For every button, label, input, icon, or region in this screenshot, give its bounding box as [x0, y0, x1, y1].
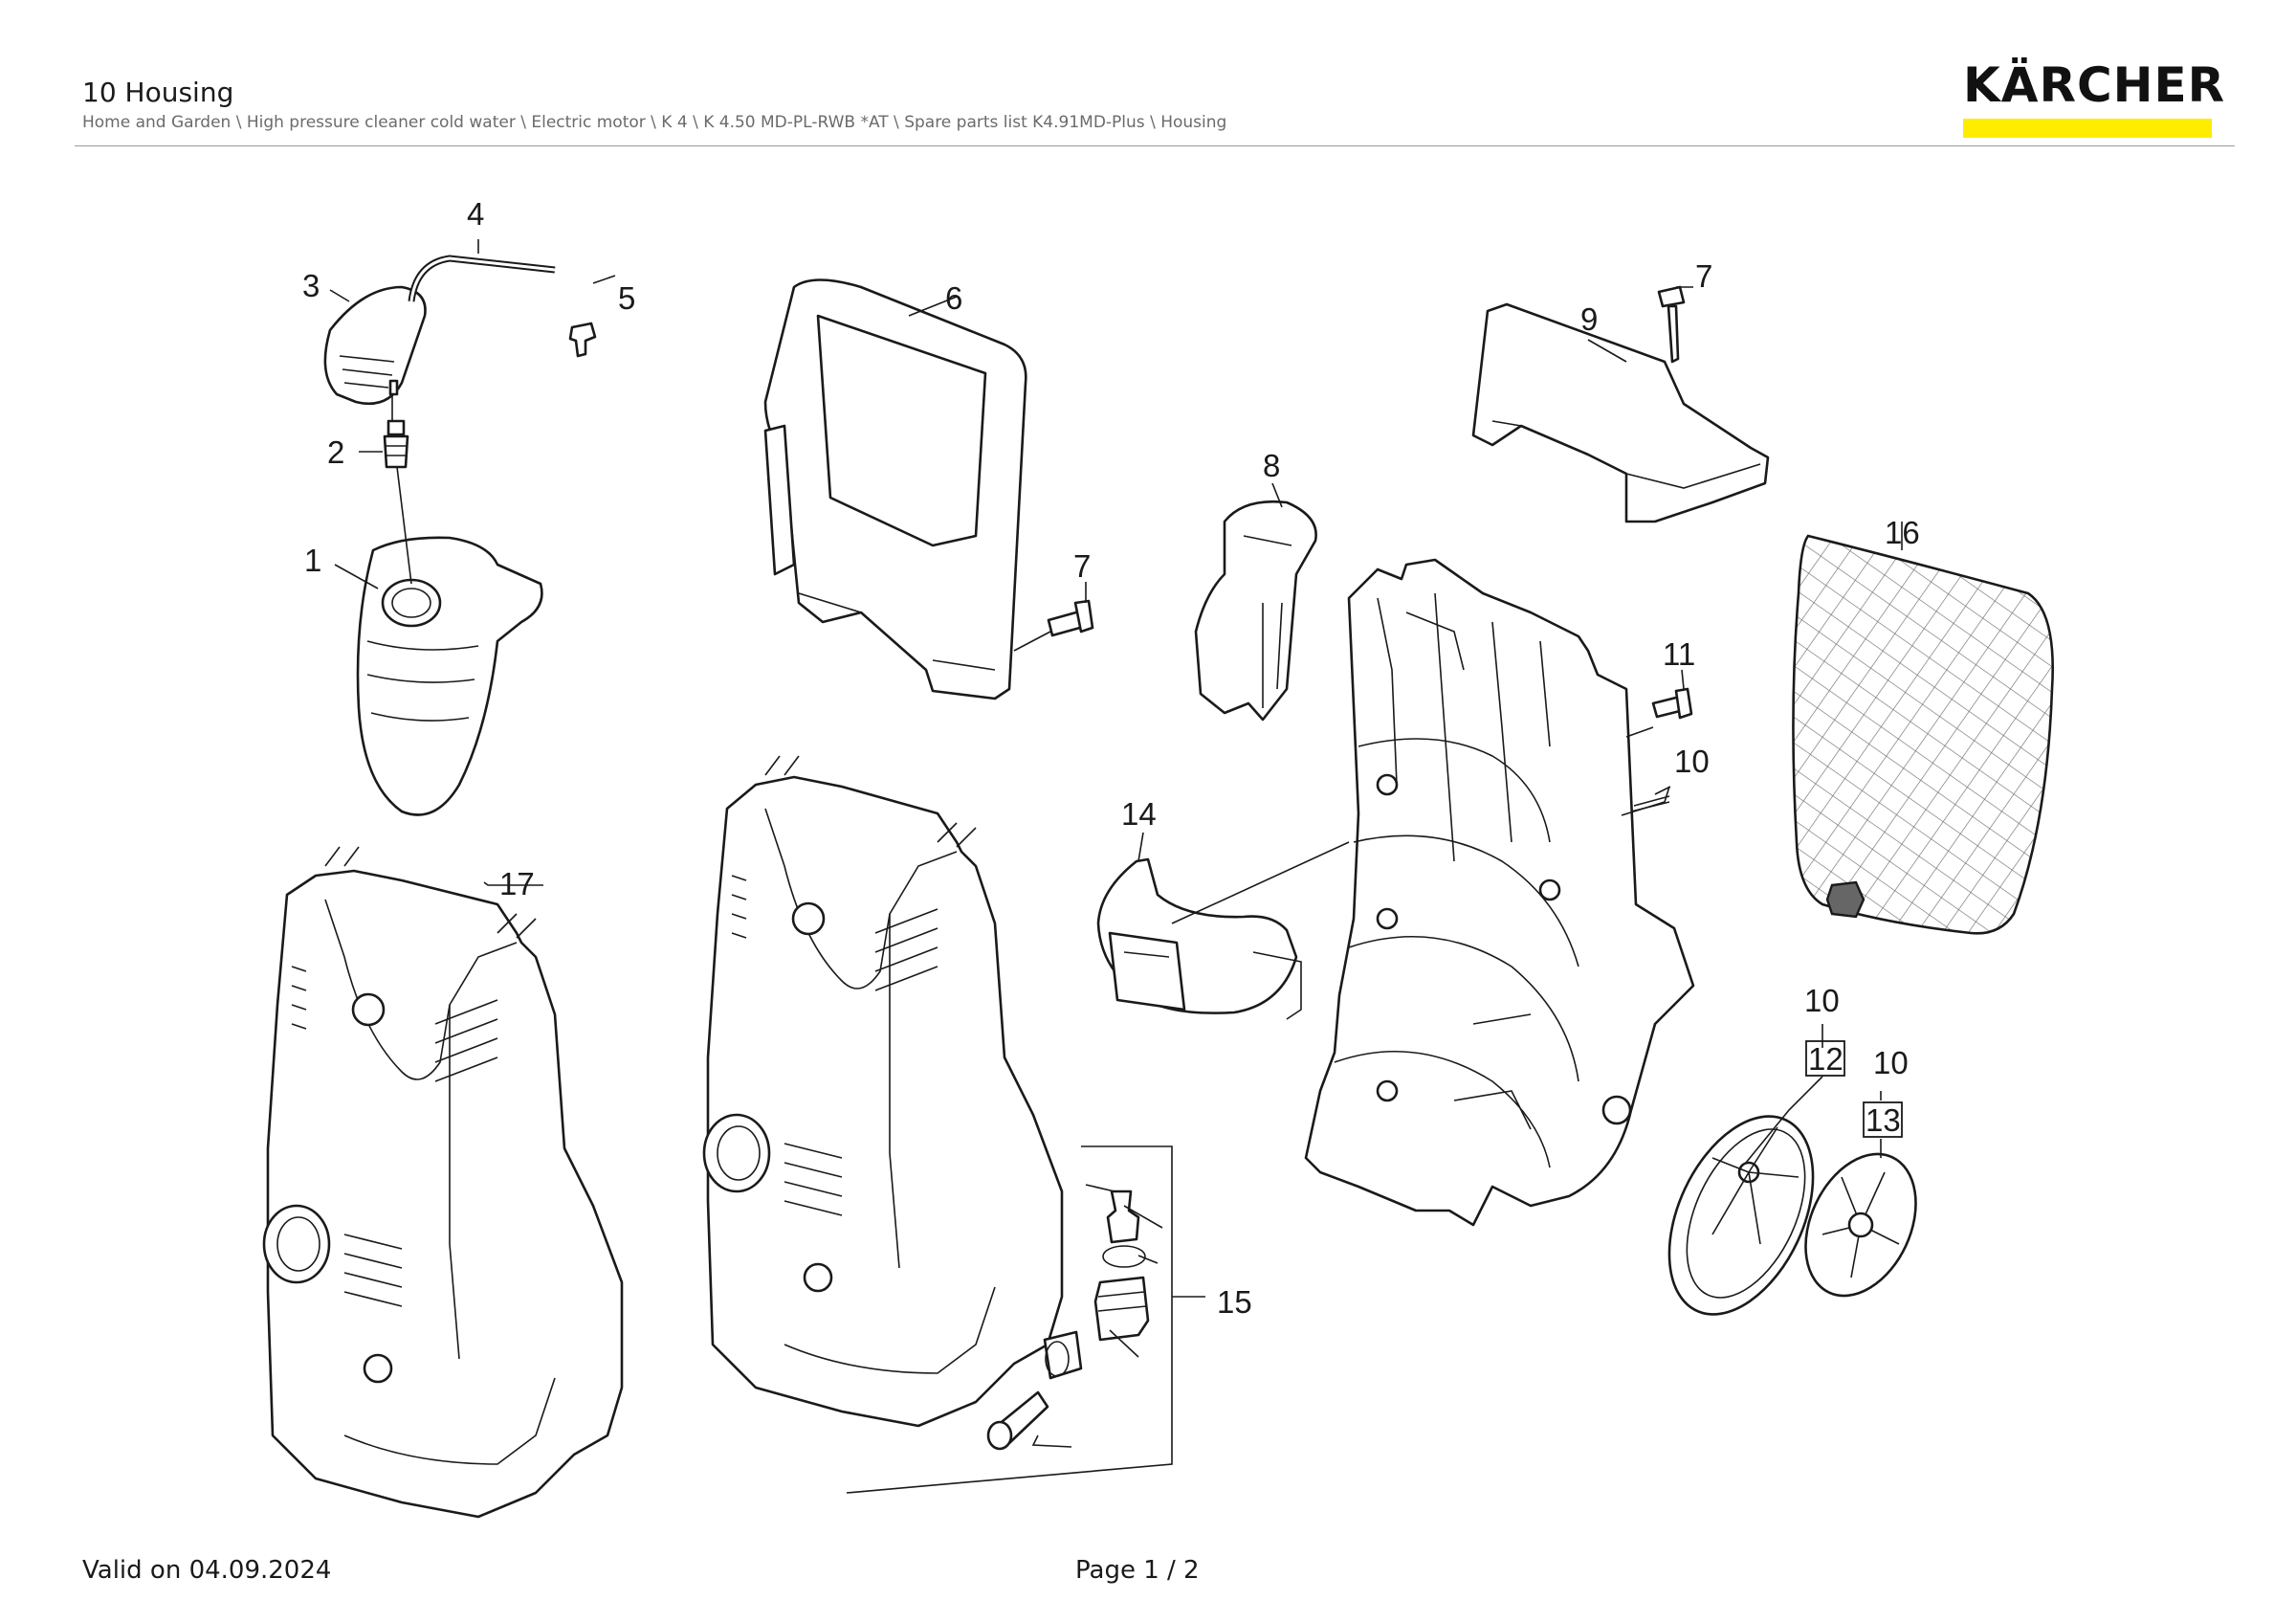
- logo-yellow-bar: [1963, 119, 2212, 138]
- callout-10c: 10: [1873, 1045, 1909, 1080]
- part-hose-guide: [1194, 500, 1317, 722]
- callout-box-13: [1863, 1101, 1903, 1138]
- callout-3: 3: [302, 268, 320, 303]
- part-coupling-set: [986, 1189, 1150, 1451]
- callout-8: 8: [1263, 448, 1280, 483]
- page-number: Page 1 / 2: [1075, 1556, 1200, 1585]
- part-filter-net: [1792, 534, 2054, 935]
- part-screw-c: [1651, 687, 1693, 720]
- leader-lines: [329, 239, 1903, 1494]
- callout-12: 12: [1808, 1041, 1843, 1077]
- callout-box-12: [1805, 1040, 1845, 1077]
- part-top-cover: [1471, 302, 1770, 523]
- callout-16: 16: [1885, 515, 1920, 550]
- callout-7a: 7: [1073, 548, 1091, 584]
- callout-11: 11: [1663, 636, 1695, 672]
- callout-9: 9: [1580, 301, 1598, 337]
- part-handle-frame: [763, 278, 1027, 700]
- part-detergent-tank: [356, 536, 543, 816]
- callout-5: 5: [618, 280, 635, 316]
- part-screw-a: [1047, 599, 1094, 637]
- callout-13: 13: [1866, 1102, 1901, 1138]
- karcher-logo: KÄRCHER: [1963, 57, 2226, 138]
- logo-wordmark: KÄRCHER: [1963, 57, 2226, 113]
- part-rear-chassis: [1304, 558, 1695, 1227]
- callout-17: 17: [499, 866, 535, 901]
- callout-15: 15: [1217, 1284, 1252, 1320]
- part-hose-clip: [568, 322, 597, 358]
- part-housing-right: [702, 755, 1064, 1428]
- callout-6: 6: [945, 280, 962, 316]
- callout-10a: 10: [1674, 744, 1710, 779]
- callout-4: 4: [467, 196, 484, 232]
- part-connector-nipple: [383, 419, 409, 469]
- part-housing-left: [262, 846, 624, 1519]
- page-title: 10 Housing: [82, 77, 234, 108]
- part-wheel: [1667, 1115, 1815, 1316]
- part-screw-b: [1657, 285, 1686, 364]
- part-trigger-gun: [323, 285, 427, 421]
- callout-1: 1: [304, 543, 321, 578]
- callout-10b: 10: [1804, 983, 1840, 1018]
- header-divider: [75, 145, 2235, 146]
- part-pin: [1630, 786, 1671, 812]
- callout-14: 14: [1121, 796, 1157, 832]
- valid-on-date: Valid on 04.09.2024: [82, 1556, 332, 1585]
- part-hub-cap: [1804, 1152, 1917, 1298]
- callout-7b: 7: [1695, 258, 1712, 294]
- breadcrumb: Home and Garden \ High pressure cleaner …: [82, 113, 1227, 132]
- part-clamp-ring: [1096, 857, 1302, 1020]
- callout-2: 2: [327, 434, 344, 470]
